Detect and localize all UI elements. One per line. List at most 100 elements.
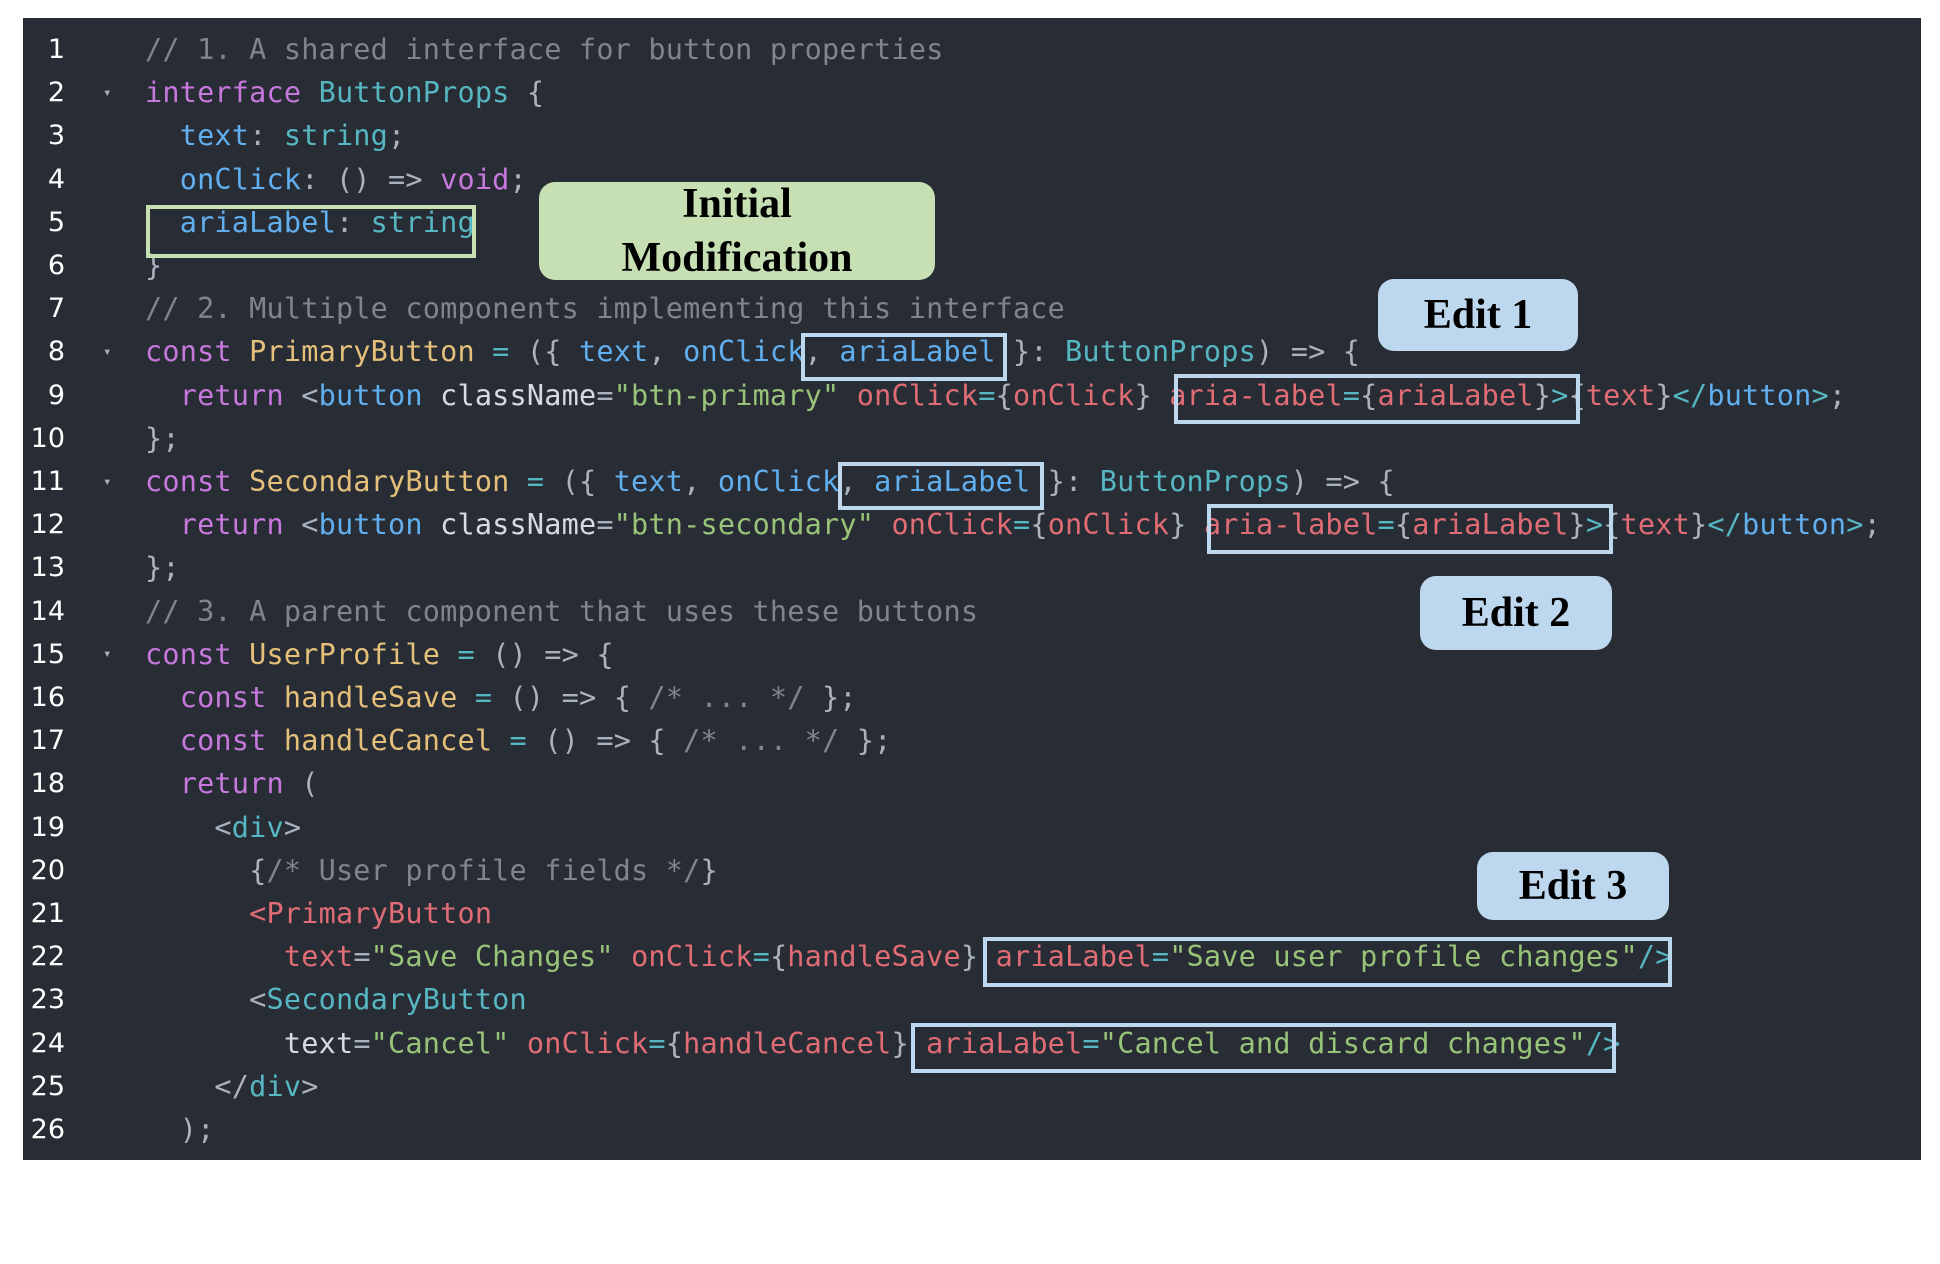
code-token: handleSave [283,681,458,715]
code-token: = [353,1026,371,1060]
code-token: handleSave [787,940,961,974]
code-line[interactable]: 24 text="Cancel" onClick={handleCancel} … [23,1022,1921,1065]
code-token [145,681,180,714]
code-text: // 2. Multiple components implementing t… [145,292,1065,325]
code-token: onClick [179,162,302,196]
code-line[interactable]: 7// 2. Multiple components implementing … [23,287,1921,330]
code-token: text [1620,508,1690,542]
code-text: }; [145,422,180,455]
code-line[interactable]: 12 return <button className="btn-seconda… [23,503,1921,546]
code-token: = [509,465,562,499]
code-line[interactable]: 4 onClick: () => void; [23,158,1921,201]
code-token: text [1585,378,1656,412]
code-token: handleCancel [283,724,493,758]
code-line[interactable]: 13}; [23,546,1921,589]
code-token: onClick [1047,508,1170,542]
fold-arrow-icon[interactable]: ▾ [103,343,112,360]
code-token: = [648,1026,666,1060]
code-token: } [960,940,996,974]
code-line[interactable]: 10}; [23,417,1921,460]
code-token: text [283,940,354,974]
code-token: text [283,1026,354,1060]
code-token: ButtonProps [1065,335,1256,369]
code-token: const [179,724,284,758]
code-line[interactable]: 16 const handleSave = () => { /* ... */ … [23,676,1921,719]
code-token: </ [1672,378,1708,412]
code-token: }: [1030,465,1100,499]
code-token: "Cancel and discard changes" [1099,1026,1586,1060]
code-token: () => { [492,637,614,671]
code-line[interactable]: 15▾const UserProfile = () => { [23,633,1921,676]
code-line[interactable]: 14// 3. A parent component that uses the… [23,590,1921,633]
code-token: < [145,983,267,1017]
code-line[interactable]: 17 const handleCancel = () => { /* ... *… [23,719,1921,762]
code-line[interactable]: 3 text: string; [23,114,1921,157]
code-token: ) => { [1256,335,1361,369]
code-token: className [440,508,597,542]
code-token: { [1394,508,1413,542]
code-line[interactable]: 20 {/* User profile fields */} [23,849,1921,892]
code-token [145,163,180,196]
code-line[interactable]: 8▾const PrimaryButton = ({ text, onClick… [23,330,1921,373]
code-token: ariaLabel [839,335,996,369]
code-token: text [613,465,684,499]
highlight-edit1-attr [1174,374,1580,424]
code-token: onClick [631,940,753,974]
code-token: const [145,465,250,499]
code-token: { [1030,508,1048,542]
code-line[interactable]: 11▾const SecondaryButton = ({ text, onCl… [23,460,1921,503]
line-number: 9 [47,379,65,411]
code-line[interactable]: 25 </div> [23,1065,1921,1108]
code-token: ( [301,767,319,801]
code-token: ; [509,162,527,196]
code-token: } [700,853,718,887]
line-number: 2 [47,77,65,109]
code-text: {/* User profile fields */} [145,854,718,887]
fold-arrow-icon[interactable]: ▾ [103,646,112,663]
code-token: { [665,1026,684,1060]
code-line[interactable]: 26 ); [23,1108,1921,1151]
code-token: = [596,508,614,542]
code-token: > [301,1069,319,1103]
code-token: > [1846,508,1864,542]
code-token: return [179,508,302,542]
fold-arrow-icon[interactable]: ▾ [103,84,112,101]
code-token: = [353,940,371,974]
line-number: 3 [47,120,65,152]
code-text: <PrimaryButton [145,897,492,930]
code-line[interactable]: 21 <PrimaryButton [23,892,1921,935]
initial-modification-badge: Initial Modification [539,181,935,281]
line-number: 25 [30,1070,65,1102]
code-text: text="Save Changes" onClick={handleSave}… [145,940,1673,973]
code-editor[interactable]: 1// 1. A shared interface for button pro… [23,18,1921,1160]
code-token: /* ... */ [648,681,805,715]
code-token: return [179,767,302,801]
code-line[interactable]: 18 return ( [23,762,1921,805]
code-line[interactable]: 1// 1. A shared interface for button pro… [23,28,1921,71]
code-token: = [457,681,510,715]
code-token: : [335,205,371,239]
code-token: ; [1863,508,1881,542]
code-token: = [1012,508,1031,542]
code-line[interactable]: 19 <div> [23,806,1921,849]
code-text: ); [145,1113,215,1146]
code-token: void [440,162,510,196]
line-number: 26 [30,1114,65,1146]
code-line[interactable]: 23 <SecondaryButton [23,978,1921,1021]
code-token [145,724,180,757]
code-line[interactable]: 22 text="Save Changes" onClick={handleSa… [23,935,1921,978]
code-token: ariaLabel [926,1026,1083,1060]
code-token: ariaLabel [995,940,1152,974]
code-line[interactable]: 9 return <button className="btn-primary"… [23,374,1921,417]
line-number: 11 [30,466,65,498]
code-line[interactable]: 2▾interface ButtonProps { [23,71,1921,114]
code-token: ; [1828,378,1847,412]
line-number: 19 [30,811,65,843]
fold-arrow-icon[interactable]: ▾ [103,473,112,490]
code-token [145,508,180,541]
code-token [145,767,180,800]
code-token: } [891,1026,927,1060]
code-line[interactable]: 5 ariaLabel: string [23,201,1921,244]
code-token: () => { [544,724,684,758]
code-token: , [839,465,875,499]
